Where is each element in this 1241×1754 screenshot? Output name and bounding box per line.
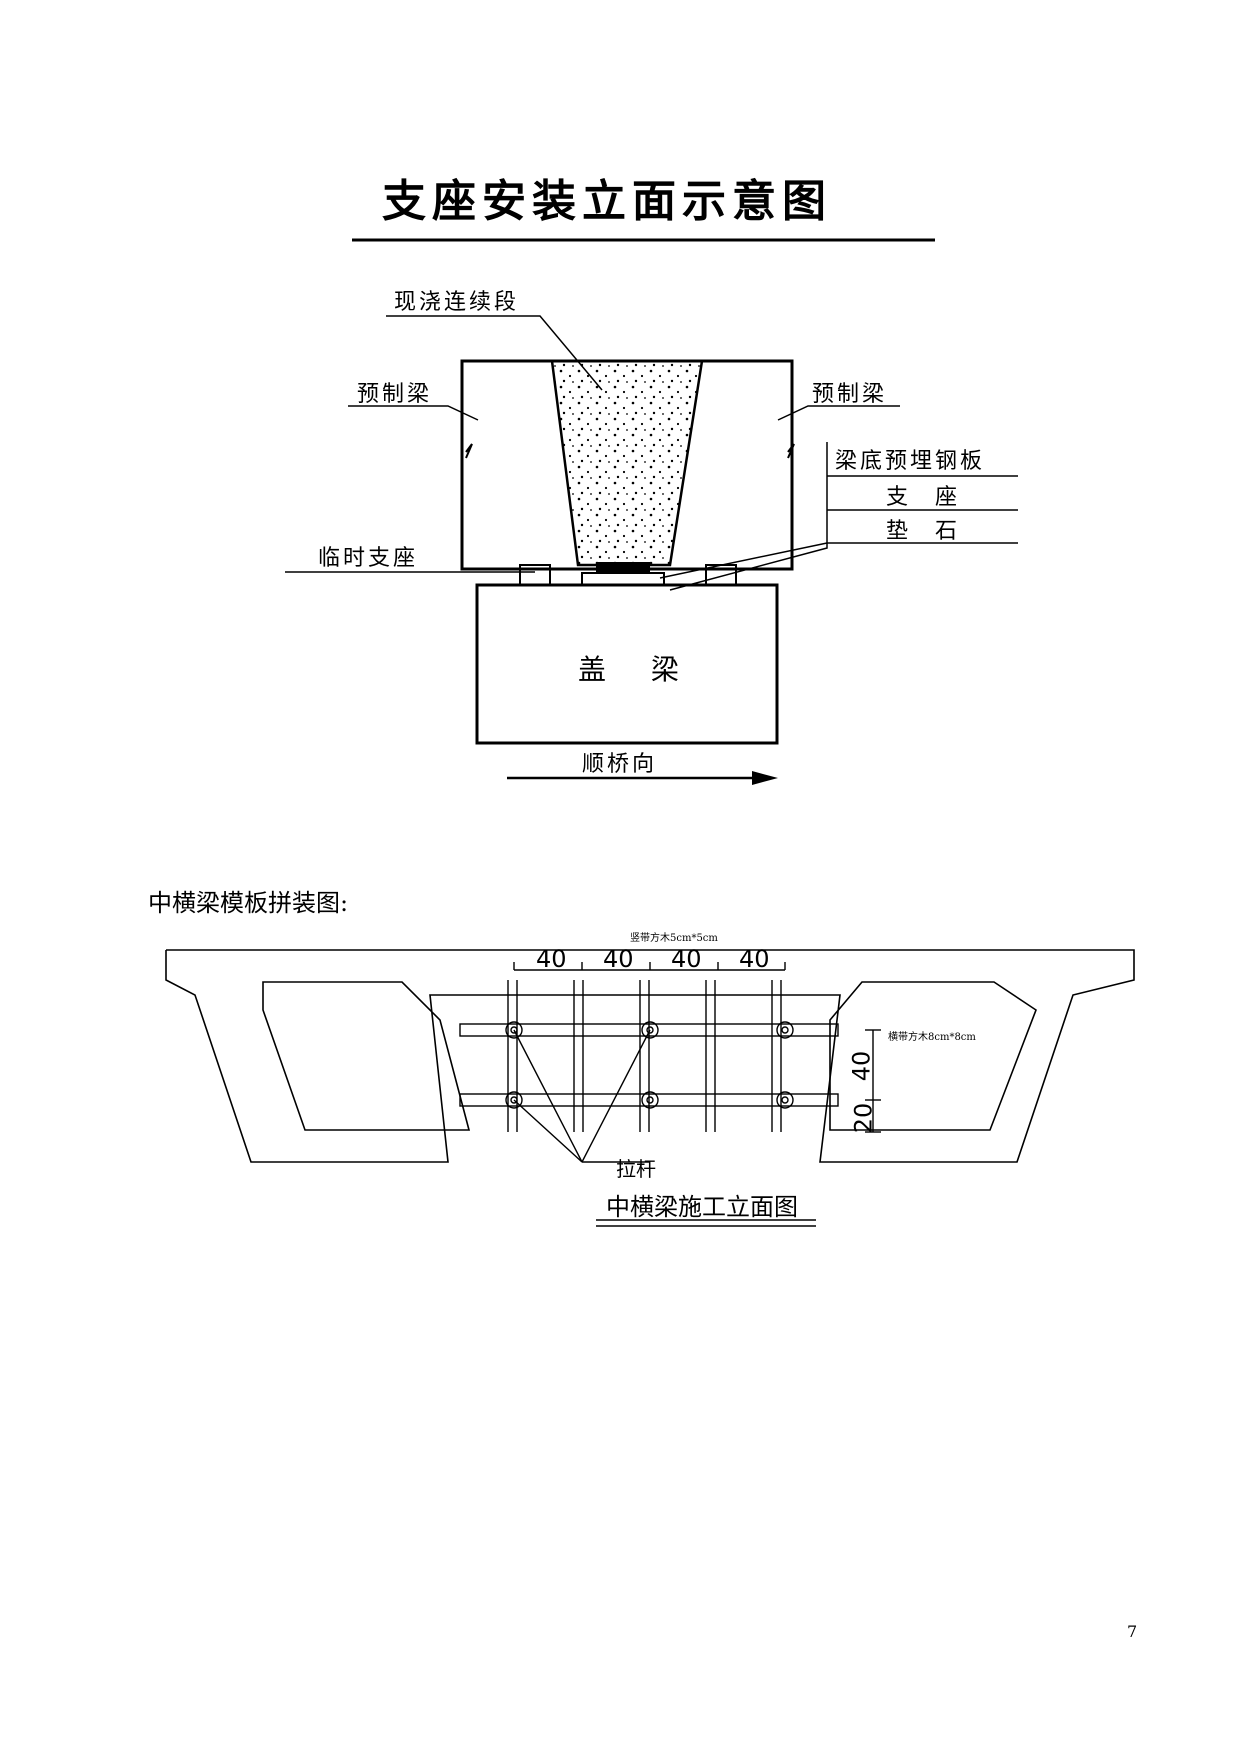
cross-beam-elevation-drawing xyxy=(165,949,1135,1227)
label-bearing: 支 座 xyxy=(886,485,967,510)
section-heading: 中横梁模板拼装图: xyxy=(148,889,349,917)
figure2-title: 中横梁施工立面图 xyxy=(606,1193,798,1221)
vertical-dimension-line xyxy=(865,1029,881,1133)
bearing-elevation-drawing xyxy=(285,238,1018,785)
top-note: 竖带方木5cm*5cm xyxy=(630,933,718,944)
label-cast-segment: 现浇连续段 xyxy=(394,290,520,315)
dim-top-3: 40 xyxy=(671,945,702,973)
dim-top-2: 40 xyxy=(603,945,634,973)
girder-outline xyxy=(165,949,1135,1163)
tie-rod-leaders xyxy=(513,1029,651,1163)
label-cap-beam: 盖 梁 xyxy=(578,653,697,686)
label-precast-right: 预制梁 xyxy=(812,382,888,407)
label-direction: 顺桥向 xyxy=(582,752,658,777)
tie-rod-label: 拉杆 xyxy=(616,1157,656,1181)
tie-rod-bolts xyxy=(505,1021,794,1109)
label-embedded-plate: 梁底预埋钢板 xyxy=(835,449,986,474)
left-box-cell xyxy=(262,981,471,1131)
pad-stone xyxy=(581,572,665,586)
temp-bearing-left xyxy=(519,564,551,586)
label-temp-bearing: 临时支座 xyxy=(318,546,419,571)
leader-precast-right xyxy=(777,405,900,421)
figure1-title: 支座安装立面示意图 xyxy=(382,176,832,227)
leader-to-bearing xyxy=(659,542,828,579)
direction-arrow-head xyxy=(752,771,778,785)
label-pad-stone: 垫 石 xyxy=(886,519,967,544)
bearing-pad xyxy=(596,562,650,573)
break-mark-right xyxy=(787,443,795,459)
leader-to-padstone xyxy=(669,543,828,591)
right-box-cell xyxy=(829,981,1037,1131)
dim-top-4: 40 xyxy=(739,945,770,973)
dim-vertical-lower: 20 xyxy=(849,1102,878,1134)
top-dimension-line xyxy=(513,962,786,971)
leader-precast-left xyxy=(348,405,479,421)
page-number: 7 xyxy=(1127,1622,1138,1641)
side-note: 横带方木8cm*8cm xyxy=(888,1032,976,1043)
dim-top-1: 40 xyxy=(536,945,567,973)
horizontal-battens xyxy=(459,1023,839,1107)
vertical-battens xyxy=(507,980,782,1132)
leader-cast-segment xyxy=(386,315,603,391)
break-mark-left xyxy=(465,443,473,459)
label-precast-left: 预制梁 xyxy=(357,382,433,407)
dim-vertical-upper: 40 xyxy=(847,1050,876,1082)
cast-in-place-segment xyxy=(550,359,704,567)
